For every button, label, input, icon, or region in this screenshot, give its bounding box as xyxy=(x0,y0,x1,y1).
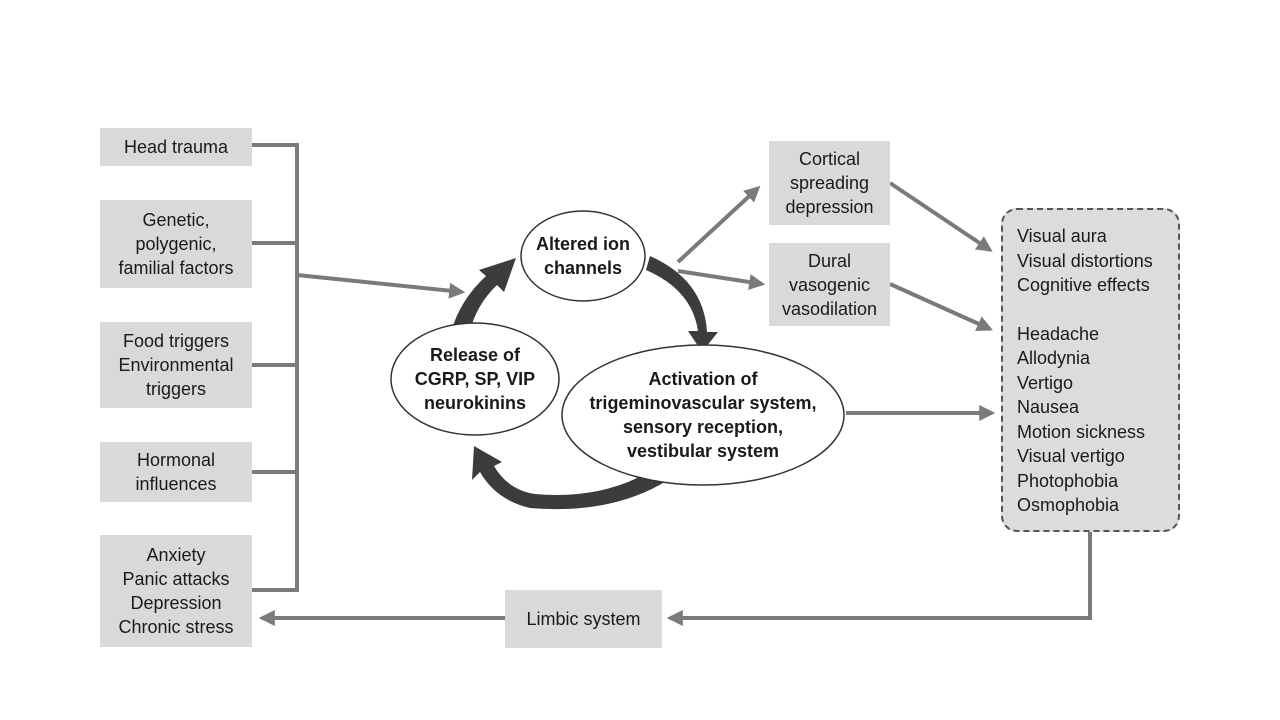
symptom-item: Visual distortions xyxy=(1017,250,1153,271)
symptom-item: Vertigo xyxy=(1017,372,1074,393)
anxiety-box: Anxiety Panic attacks Depression Chronic… xyxy=(100,535,252,647)
anxiety-label-line1: Anxiety xyxy=(146,545,206,565)
food-label-line3: triggers xyxy=(145,379,207,399)
ion-channels-label: Altered ion channels xyxy=(521,211,645,301)
activation-label-line4: vestibular system xyxy=(626,441,780,461)
cycle-arrow-ion-to-activation xyxy=(646,256,718,352)
cycle-arrow-release-to-ion xyxy=(451,258,516,334)
hormonal-label-line1: Hormonal xyxy=(136,450,216,470)
activation-label-line2: trigeminovascular system, xyxy=(589,393,817,413)
genetic-label-line1: Genetic, xyxy=(142,210,210,230)
food-triggers-box: Food triggers Environmental triggers xyxy=(100,322,252,408)
cortical-to-symptoms-arrow xyxy=(888,181,993,252)
symptom-item: Motion sickness xyxy=(1017,421,1146,442)
activation-ellipse xyxy=(561,344,845,486)
dural-to-symptoms-arrow xyxy=(889,282,993,332)
hormonal-label-line2: influences xyxy=(135,474,217,494)
dural-label-line2: vasogenic xyxy=(788,274,871,295)
genetic-factors-box: Genetic, polygenic, familial factors xyxy=(100,200,252,288)
cortical-spreading-box: Cortical spreading depression xyxy=(769,141,890,225)
release-label: Release of CGRP, SP, VIP neurokinins xyxy=(391,323,559,435)
food-label-line2: Environmental xyxy=(118,355,234,375)
symptoms-box: Visual aura Visual distortions Cognitive… xyxy=(1001,208,1180,532)
factors-to-cycle-arrow xyxy=(296,273,466,299)
dural-vasodilation-box: Dural vasogenic vasodilation xyxy=(769,243,890,326)
symptom-item: Visual vertigo xyxy=(1017,446,1125,466)
ion-to-cortical-arrow xyxy=(676,185,761,264)
anxiety-label-line2: Panic attacks xyxy=(122,569,230,589)
cycle-arrows xyxy=(451,256,718,510)
release-ellipse xyxy=(390,322,560,436)
ion-label-line1: Altered ion xyxy=(535,234,630,254)
anxiety-label-line3: Depression xyxy=(130,593,222,613)
symptom-item: Visual aura xyxy=(1017,226,1107,246)
cortical-label-line2: spreading xyxy=(789,173,870,193)
limbic-system-box: Limbic system xyxy=(505,590,662,648)
food-label-line1: Food triggers xyxy=(122,331,230,351)
anxiety-label-line4: Chronic stress xyxy=(118,617,234,637)
genetic-label-line3: familial factors xyxy=(118,258,234,278)
activation-label-line1: Activation of xyxy=(648,369,758,389)
cortical-label-line3: depression xyxy=(785,197,874,217)
cycle-arrow-activation-to-release xyxy=(472,446,668,510)
ion-channels-ellipse xyxy=(520,210,646,302)
hormonal-box: Hormonal influences xyxy=(100,442,252,502)
activation-label: Activation of trigeminovascular system, … xyxy=(562,345,844,485)
genetic-label-line2: polygenic, xyxy=(135,234,217,254)
cortical-label-line1: Cortical xyxy=(798,149,860,169)
head-trauma-box: Head trauma xyxy=(100,128,252,166)
symptom-item: Nausea xyxy=(1017,397,1080,417)
release-label-line2: CGRP, SP, VIP xyxy=(414,369,536,389)
symptom-item: Photophobia xyxy=(1017,470,1119,491)
release-label-line3: neurokinins xyxy=(423,393,526,413)
ion-label-line2: channels xyxy=(543,258,623,278)
symptom-item: Cognitive effects xyxy=(1017,275,1150,295)
release-label-line1: Release of xyxy=(429,345,521,365)
symptom-group-spacer xyxy=(1017,298,1178,322)
factor-collector-line xyxy=(252,143,299,592)
limbic-label: Limbic system xyxy=(526,609,641,629)
symptom-item: Headache xyxy=(1017,323,1100,344)
dural-label-line1: Dural xyxy=(807,250,851,271)
head-trauma-label: Head trauma xyxy=(123,137,229,157)
symptom-item: Allodynia xyxy=(1017,348,1091,368)
ion-to-dural-arrow xyxy=(677,269,766,290)
symptoms-to-limbic-arrow xyxy=(666,532,1092,626)
activation-label-line3: sensory reception, xyxy=(622,417,784,437)
symptom-item: Osmophobia xyxy=(1017,495,1120,515)
dural-label-line3: vasodilation xyxy=(781,298,878,319)
